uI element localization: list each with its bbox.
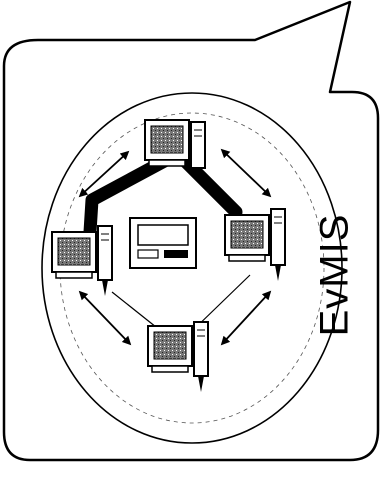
workstation-bottom [148,322,208,392]
arrow-right-bottom [222,292,270,344]
workstation-right [225,209,285,281]
evmis-label: EvMIS [313,214,358,337]
arrow-top-right [222,150,270,196]
server-center [130,218,196,268]
